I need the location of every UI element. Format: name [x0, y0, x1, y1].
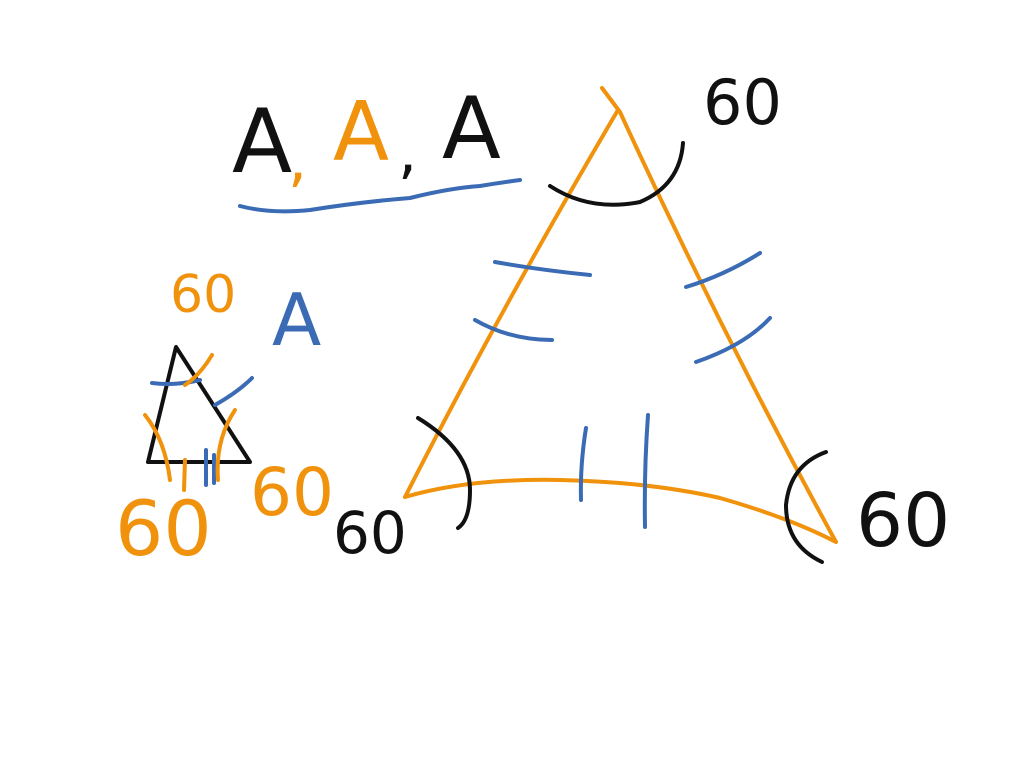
underline	[238, 178, 522, 214]
heading-letter-a2: A	[333, 85, 389, 180]
left-angle-arc	[416, 416, 472, 530]
small-top-angle-label: 60	[170, 265, 236, 325]
heading-letter-a3: A	[442, 79, 501, 179]
comma-2: ,	[398, 117, 417, 187]
small-left-angle-label: 60	[115, 484, 212, 573]
big-triangle: 60 60 60	[333, 66, 950, 567]
big-triangle-sides	[403, 86, 838, 544]
heading-letter-a1: A	[232, 90, 292, 193]
small-right-angle-label: 60	[250, 454, 334, 531]
tick-base-2	[642, 413, 650, 529]
right-angle-label: 60	[856, 478, 950, 564]
tick-right-2	[694, 316, 772, 364]
small-triangle-angle-arcs	[143, 353, 237, 492]
tick-right-1	[684, 251, 762, 289]
top-angle-label: 60	[703, 66, 782, 139]
top-angle-arc	[548, 141, 685, 207]
small-triangle-sides	[146, 345, 252, 464]
small-triangle: A 60 60 60	[115, 265, 334, 573]
left-angle-label: 60	[333, 499, 407, 567]
right-angle-arc	[784, 450, 828, 564]
heading: A , A , A	[232, 79, 522, 214]
small-triangle-label: A	[272, 278, 321, 362]
comma-1: ,	[288, 125, 307, 195]
tick-left-2	[473, 318, 554, 342]
tick-left-1	[493, 260, 592, 277]
congruence-ticks	[473, 251, 772, 529]
small-triangle-ticks	[150, 376, 254, 487]
tick-base-1	[578, 426, 588, 502]
